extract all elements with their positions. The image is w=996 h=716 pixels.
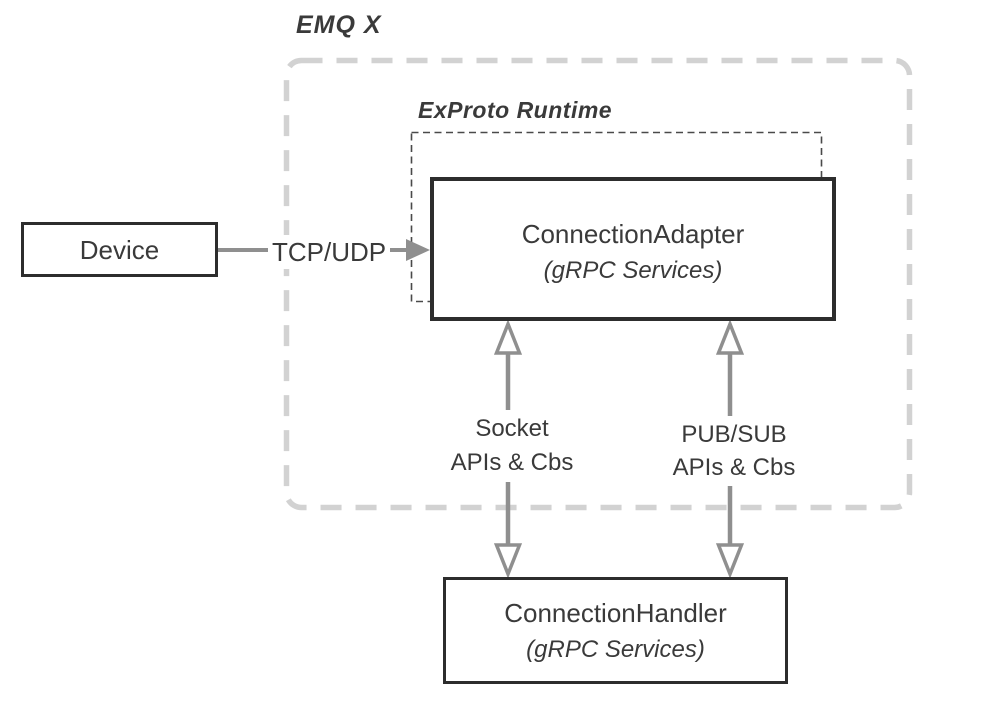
exproto-runtime-label: ExProto Runtime xyxy=(418,97,613,123)
connection-handler-title: ConnectionHandler xyxy=(504,597,727,628)
socket-apis-label-line1: Socket xyxy=(475,415,549,442)
connection-adapter-title: ConnectionAdapter xyxy=(521,219,745,249)
device-box: Device xyxy=(21,222,218,277)
connection-handler-box: ConnectionHandler (gRPC Services) xyxy=(443,577,788,684)
device-box-label: Device xyxy=(79,234,160,265)
tcp-udp-label: TCP/UDP xyxy=(268,235,391,269)
emqx-label: EMQ X xyxy=(296,11,382,39)
socket-apis-label: Socket APIs & Cbs xyxy=(433,410,591,482)
pubsub-apis-label-line2: APIs & Cbs xyxy=(672,454,796,481)
connection-handler-subtitle: (gRPC Services) xyxy=(526,635,705,663)
emqx-boundary xyxy=(283,57,913,511)
connection-adapter-box: ConnectionAdapter (gRPC Services) xyxy=(430,177,836,321)
pubsub-apis-label: PUB/SUB APIs & Cbs xyxy=(655,416,813,486)
socket-apis-label-line2: APIs & Cbs xyxy=(450,449,574,476)
pubsub-apis-label-line1: PUB/SUB xyxy=(681,421,787,448)
connection-adapter-subtitle: (gRPC Services) xyxy=(543,257,723,284)
